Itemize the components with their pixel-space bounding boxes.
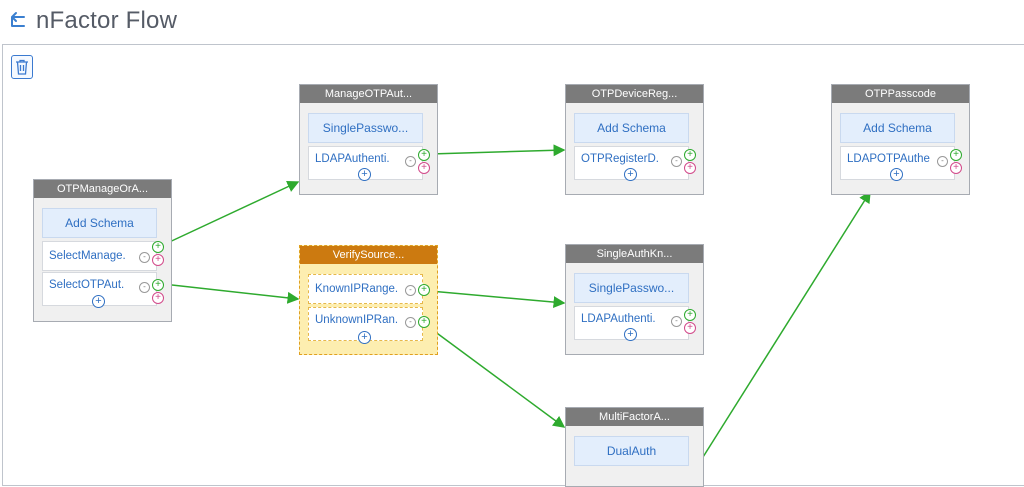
add-next-factor-icon[interactable]: + (418, 316, 430, 328)
node-title: VerifySource... (300, 246, 437, 264)
add-policy-icon[interactable]: + (624, 168, 637, 181)
page-header: nFactor Flow (4, 4, 177, 38)
edge-multifactor-to-otppasscode (697, 190, 871, 466)
node-title: OTPManageOrA... (34, 180, 171, 198)
node-otp-passcode[interactable]: OTPPasscode Add Schema LDAPOTPAuthe - + … (831, 84, 970, 195)
remove-icon[interactable]: - (405, 317, 416, 328)
slot-label: LDAPOTPAuthe (847, 153, 930, 165)
node-title: MultiFactorA... (566, 408, 703, 426)
slot-ldap-otp-auth[interactable]: LDAPOTPAuthe - (840, 146, 955, 180)
slot-label: SelectOTPAut. (49, 279, 125, 291)
edge-selectotp-to-verifysource (162, 283, 300, 304)
node-verify-source[interactable]: VerifySource... KnownIPRange. - + Unknow… (299, 245, 438, 355)
add-next-factor-icon[interactable]: + (418, 149, 430, 161)
remove-icon[interactable]: - (139, 252, 150, 263)
back-arrow-icon[interactable] (4, 8, 30, 34)
node-multi-factor[interactable]: MultiFactorA... DualAuth (565, 407, 704, 487)
node-otp-device-reg[interactable]: OTPDeviceReg... Add Schema OTPRegisterD.… (565, 84, 704, 195)
trash-icon (16, 59, 28, 75)
add-policy-icon[interactable]: + (890, 168, 903, 181)
edge-ldap-to-otpdevicereg (429, 144, 566, 157)
add-schema-button[interactable]: Add Schema (574, 113, 689, 143)
add-policy-icon[interactable]: + (358, 168, 371, 181)
edge-selectmanage-to-manageotp (162, 181, 300, 246)
add-next-factor-icon[interactable]: + (418, 284, 430, 296)
add-next-factor-icon[interactable]: + (152, 279, 164, 291)
slot-select-manage[interactable]: SelectManage. - (42, 241, 157, 271)
slot-label: LDAPAuthenti. (581, 313, 656, 325)
node-manage-otp-aut[interactable]: ManageOTPAut... SinglePasswo... LDAPAuth… (299, 84, 438, 195)
remove-icon[interactable]: - (405, 285, 416, 296)
edge-knownip-to-singleauth (429, 290, 566, 309)
add-next-factor-icon[interactable]: + (152, 241, 164, 253)
add-next-factor-icon[interactable]: + (684, 149, 696, 161)
slot-label: OTPRegisterD. (581, 153, 659, 165)
flow-canvas[interactable]: OTPManageOrA... Add Schema SelectManage.… (2, 44, 1024, 487)
add-fallback-icon[interactable]: + (684, 162, 696, 174)
add-next-factor-icon[interactable]: + (950, 149, 962, 161)
add-fallback-icon[interactable]: + (418, 162, 430, 174)
node-otp-manage-or[interactable]: OTPManageOrA... Add Schema SelectManage.… (33, 179, 172, 322)
node-title: ManageOTPAut... (300, 85, 437, 103)
add-schema-button[interactable]: Add Schema (840, 113, 955, 143)
add-fallback-icon[interactable]: + (152, 292, 164, 304)
slot-label: KnownIPRange. (315, 283, 399, 295)
slot-label: UnknownIPRan. (315, 314, 399, 326)
edge-unknownip-to-multifactor (429, 327, 566, 428)
schema-single-password[interactable]: SinglePasswo... (574, 273, 689, 303)
add-fallback-icon[interactable]: + (684, 322, 696, 334)
schema-dual-auth[interactable]: DualAuth (574, 436, 689, 466)
slot-label: SelectManage. (49, 250, 126, 262)
add-fallback-icon[interactable]: + (152, 254, 164, 266)
add-policy-icon[interactable]: + (92, 295, 105, 308)
add-next-factor-icon[interactable]: + (684, 309, 696, 321)
add-fallback-icon[interactable]: + (950, 162, 962, 174)
node-title: OTPDeviceReg... (566, 85, 703, 103)
remove-icon[interactable]: - (139, 282, 150, 293)
add-schema-button[interactable]: Add Schema (42, 208, 157, 238)
remove-icon[interactable]: - (405, 156, 416, 167)
delete-button[interactable] (11, 55, 33, 79)
remove-icon[interactable]: - (671, 316, 682, 327)
node-single-auth-kn[interactable]: SingleAuthKn... SinglePasswo... LDAPAuth… (565, 244, 704, 355)
add-policy-icon[interactable]: + (624, 328, 637, 341)
slot-known-ip-range[interactable]: KnownIPRange. - (308, 274, 423, 304)
schema-single-password[interactable]: SinglePasswo... (308, 113, 423, 143)
remove-icon[interactable]: - (937, 156, 948, 167)
node-title: OTPPasscode (832, 85, 969, 103)
add-policy-icon[interactable]: + (358, 331, 371, 344)
remove-icon[interactable]: - (671, 156, 682, 167)
slot-label: LDAPAuthenti. (315, 153, 390, 165)
page-title: nFactor Flow (36, 7, 178, 34)
node-title: SingleAuthKn... (566, 245, 703, 263)
